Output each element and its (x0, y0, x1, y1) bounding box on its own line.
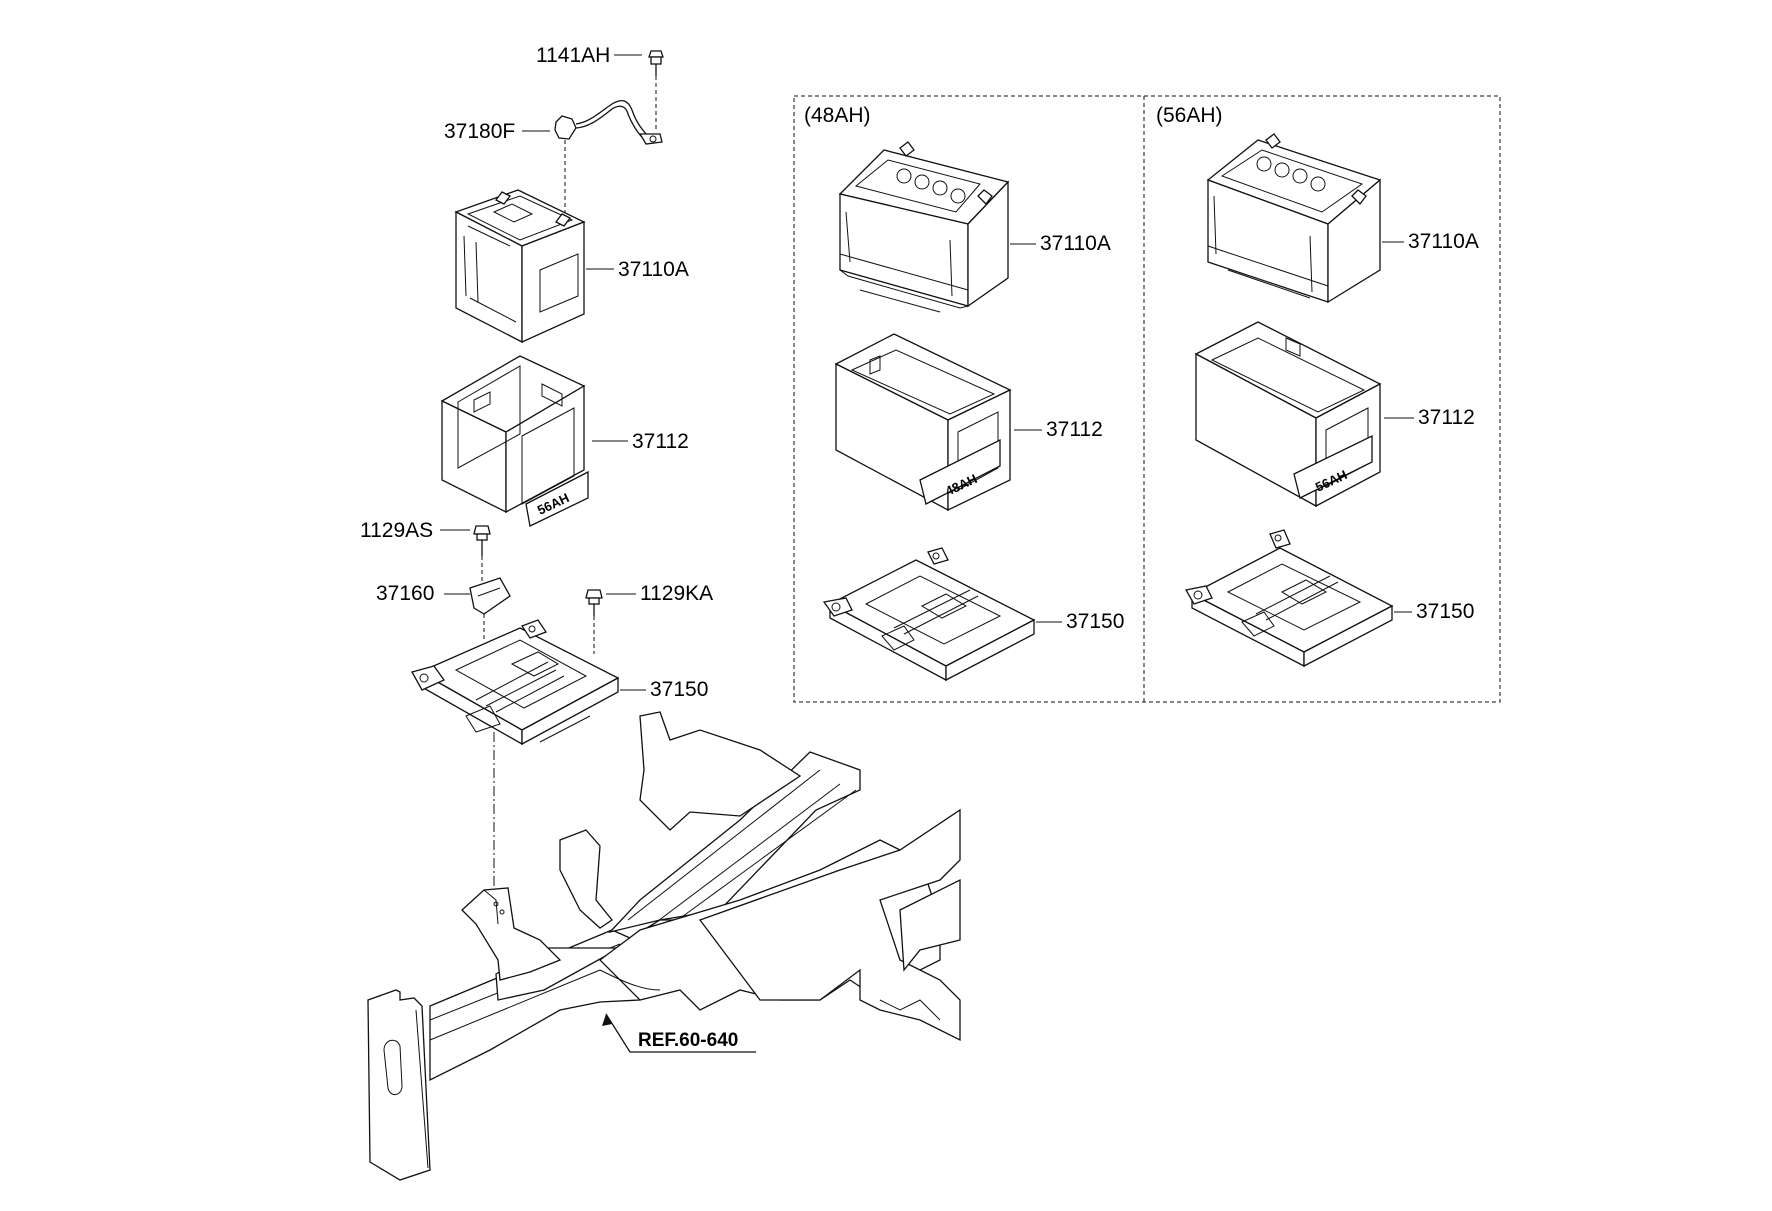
label-1129ka: 1129KA (640, 582, 713, 605)
clamp-37160 (469, 577, 511, 640)
label-37160: 37160 (376, 582, 434, 605)
label-37112-56ah: 37112 (1418, 406, 1475, 429)
label-37150-48ah: 37150 (1066, 610, 1124, 633)
reference-callout: REF.60-640 (602, 1013, 756, 1053)
label-1141ah: 1141AH (536, 44, 610, 67)
bolt-1129ka (585, 589, 603, 654)
label-37112-main: 37112 (632, 430, 689, 453)
insulator-37112-48ah: 48AH (834, 333, 1012, 512)
variant-48ah-title: (48AH) (804, 104, 871, 127)
battery-options-box (793, 95, 1501, 703)
bolt-1129as (473, 525, 491, 584)
battery-37110a-56ah (1206, 133, 1382, 304)
label-37150-main: 37150 (650, 678, 708, 701)
tray-37150-56ah (1184, 529, 1394, 668)
label-37110a-56ah: 37110A (1408, 230, 1479, 253)
tray-37150-48ah (822, 547, 1036, 682)
tray-37150-main (411, 619, 620, 900)
bolt-1141ah (648, 50, 664, 132)
battery-37110a-main (454, 189, 586, 344)
battery-cable-37180f (554, 99, 663, 222)
label-37112-48ah: 37112 (1046, 418, 1103, 441)
label-37110a-main: 37110A (618, 258, 689, 281)
battery-37110a-48ah (838, 141, 1010, 313)
insulator-37112-main: 56AH (440, 355, 589, 527)
label-1129as: 1129AS (360, 519, 433, 542)
label-37180f: 37180F (444, 120, 515, 143)
variant-56ah-title: (56AH) (1156, 104, 1223, 127)
insulator-37112-56ah: 56AH (1194, 321, 1382, 508)
label-37150-56ah: 37150 (1416, 600, 1474, 623)
body-side-member (367, 711, 961, 1181)
label-37110a-48ah: 37110A (1040, 232, 1111, 255)
reference-label: REF.60-640 (638, 1030, 738, 1051)
